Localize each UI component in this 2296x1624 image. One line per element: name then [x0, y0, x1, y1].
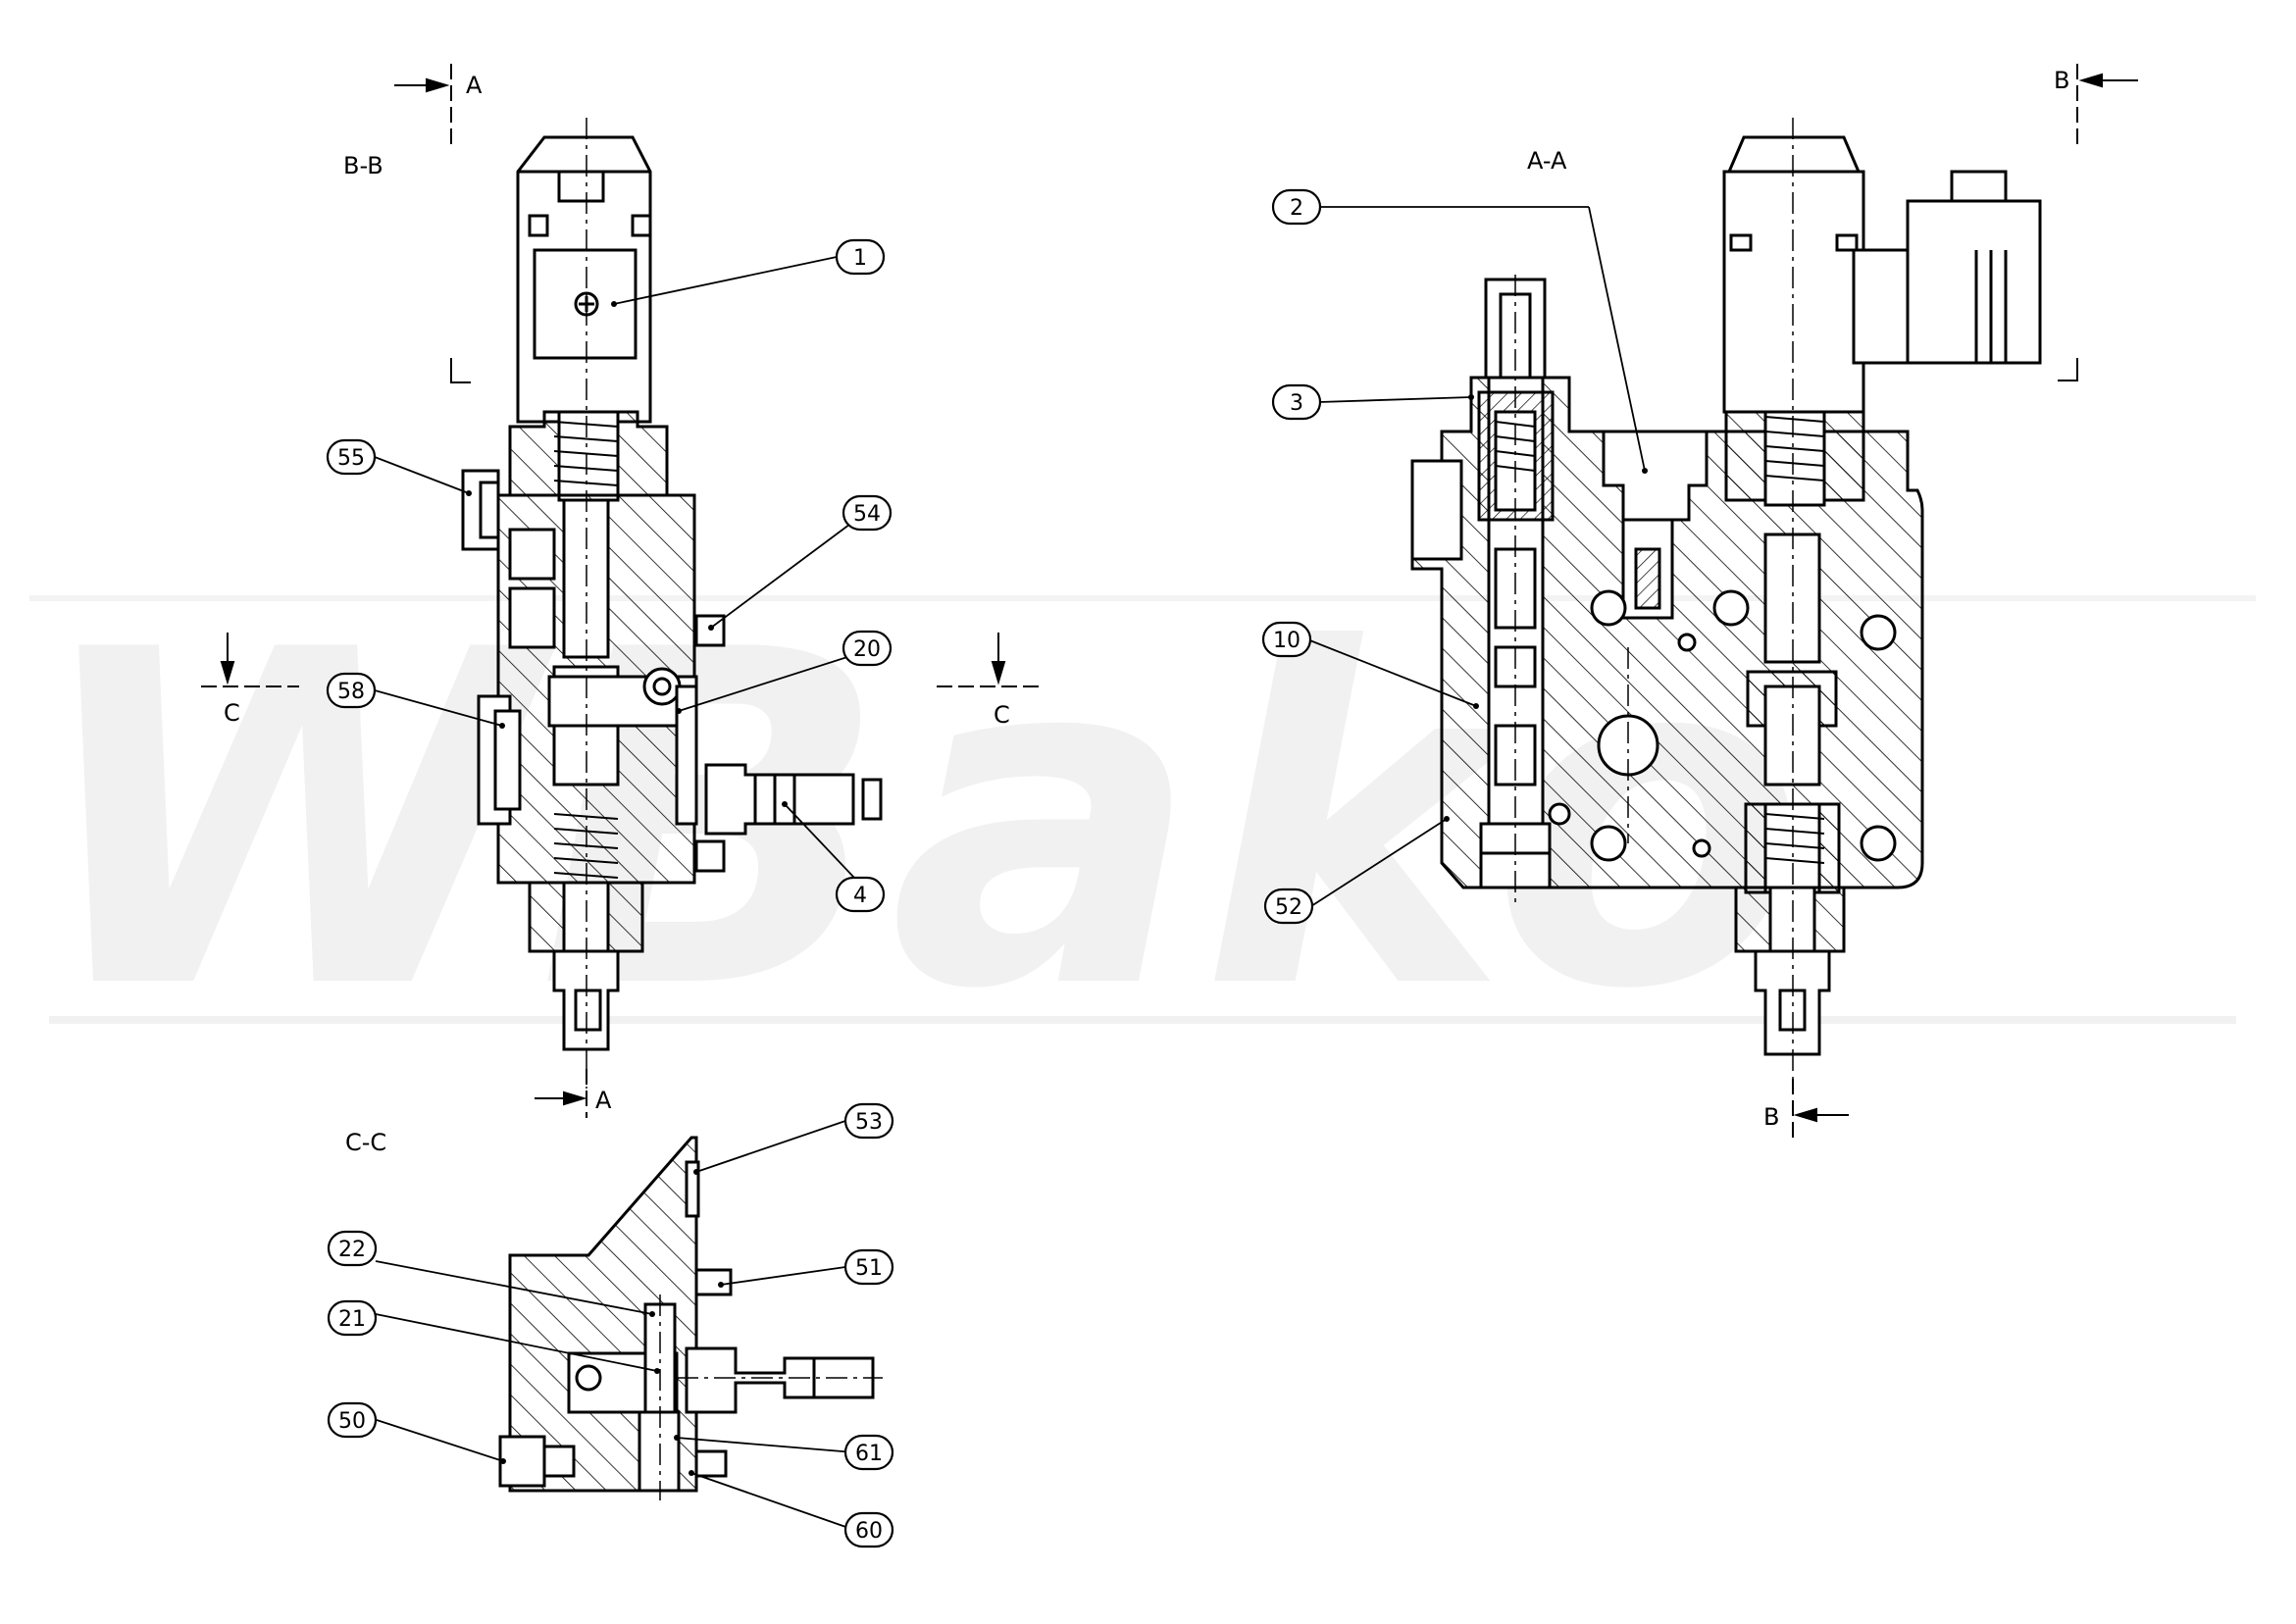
- balloon-58: [326, 672, 377, 709]
- balloon-1: [835, 238, 886, 276]
- section-cc-centerline: [659, 1294, 883, 1500]
- balloon-2: [1271, 188, 1322, 226]
- balloon-label-54: 54: [853, 502, 881, 527]
- balloon-50: [327, 1401, 378, 1439]
- balloon-51: [843, 1248, 894, 1286]
- balloon-label-60: 60: [855, 1519, 883, 1544]
- balloon-label-22: 22: [338, 1238, 366, 1262]
- cut-marker-a-top: [394, 64, 471, 383]
- balloon-4: [835, 876, 886, 913]
- balloon-21: [327, 1299, 378, 1337]
- cut-label-a-top: A: [466, 72, 483, 99]
- leader-dots: [466, 301, 1648, 1476]
- balloon-52: [1263, 888, 1314, 925]
- cut-label-b-bottom: B: [1763, 1103, 1779, 1131]
- balloon-label-51: 51: [855, 1256, 883, 1281]
- cut-marker-c-right: [937, 633, 1040, 687]
- balloon-label-61: 61: [855, 1442, 883, 1466]
- cut-marker-a-bottom: [535, 1069, 587, 1118]
- cut-label-c-left: C: [224, 699, 240, 727]
- balloon-22: [327, 1230, 378, 1267]
- balloon-53: [843, 1102, 894, 1140]
- balloon-label-3: 3: [1290, 391, 1303, 416]
- balloon-20: [842, 630, 893, 667]
- balloon-label-1: 1: [853, 246, 867, 271]
- balloon-60: [843, 1511, 894, 1548]
- cut-label-a-bottom: A: [595, 1087, 612, 1114]
- section-title-bb: B-B: [343, 152, 383, 179]
- balloon-10: [1261, 621, 1312, 658]
- cut-label-b-top: B: [2054, 67, 2069, 94]
- section-title-aa: A-A: [1527, 147, 1567, 175]
- leader-lines: [374, 206, 1646, 1531]
- balloon-label-4: 4: [853, 884, 867, 908]
- section-bb-view: [461, 135, 883, 1051]
- balloon-label-10: 10: [1273, 629, 1301, 653]
- balloon-55: [326, 438, 377, 476]
- balloon-54: [842, 494, 893, 532]
- balloon-label-50: 50: [338, 1409, 366, 1434]
- balloon-label-53: 53: [855, 1110, 883, 1135]
- balloon-label-20: 20: [853, 637, 881, 662]
- cut-marker-c-left: [201, 633, 299, 687]
- section-title-cc: C-C: [345, 1129, 386, 1156]
- cut-label-c-right: C: [994, 701, 1010, 729]
- balloon-3: [1271, 383, 1322, 421]
- balloon-label-55: 55: [337, 446, 365, 471]
- cut-marker-b-top: [2058, 64, 2138, 381]
- balloon-label-52: 52: [1275, 895, 1302, 920]
- cut-marker-b-bottom: [1792, 1079, 1849, 1138]
- balloon-label-58: 58: [337, 680, 365, 704]
- balloon-61: [843, 1434, 894, 1471]
- balloon-label-2: 2: [1290, 196, 1303, 221]
- balloon-label-21: 21: [338, 1307, 366, 1332]
- section-aa-centerlines: [1514, 118, 1794, 1089]
- section-cc-view: [498, 1136, 875, 1493]
